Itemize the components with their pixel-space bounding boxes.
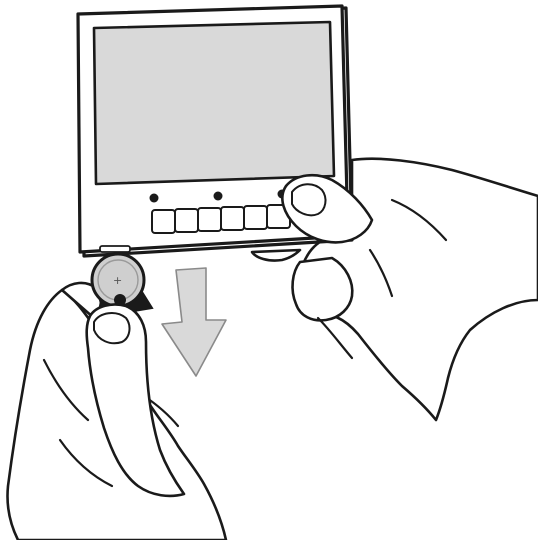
indicator-dot-middle (214, 192, 223, 201)
right-hand-lower-finger (293, 258, 353, 320)
button-strip (152, 205, 290, 233)
left-thumb-nail (94, 313, 129, 343)
device-screen (94, 22, 334, 184)
device-button-4[interactable] (221, 207, 244, 230)
right-hand-under-finger (252, 250, 300, 261)
device-button-2[interactable] (175, 209, 198, 232)
device-button-5[interactable] (244, 206, 267, 229)
device-button-3[interactable] (198, 208, 221, 231)
indicator-dot-left (150, 194, 159, 203)
right-thumb-nail (292, 184, 325, 215)
battery-slot (100, 246, 130, 252)
device-button-1[interactable] (152, 210, 175, 233)
down-arrow-icon (162, 268, 226, 376)
battery-polarity-mark: + (113, 274, 122, 287)
